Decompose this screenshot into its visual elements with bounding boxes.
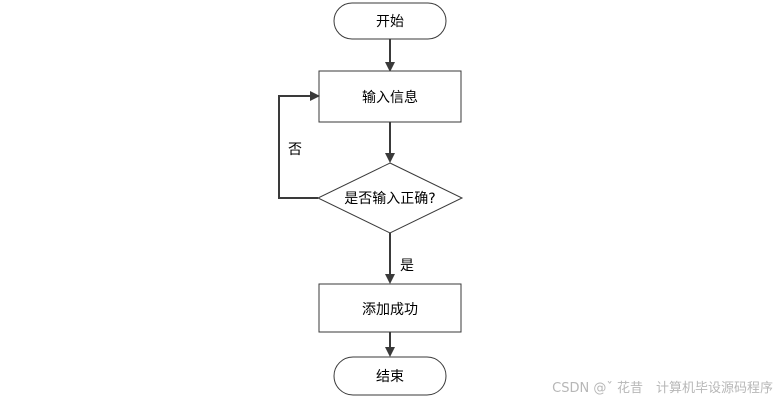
input-info-node: 输入信息 [318, 70, 462, 123]
no-label: 否 [288, 142, 302, 158]
end-node: 结束 [333, 356, 447, 396]
start-node: 开始 [333, 2, 447, 40]
end-label: 结束 [376, 369, 404, 385]
arrow-decision-no-to-input [278, 91, 320, 199]
start-label: 开始 [376, 14, 404, 30]
input-info-label: 输入信息 [362, 89, 418, 106]
decision-node: 是否输入正确? [316, 162, 464, 234]
add-success-label: 添加成功 [362, 302, 418, 318]
yes-label: 是 [400, 258, 414, 274]
watermark-text: CSDN @ˇ 花昔 计算机毕设源码程序 [552, 380, 773, 396]
add-success-node: 添加成功 [318, 283, 462, 333]
decision-label: 是否输入正确? [344, 191, 435, 207]
